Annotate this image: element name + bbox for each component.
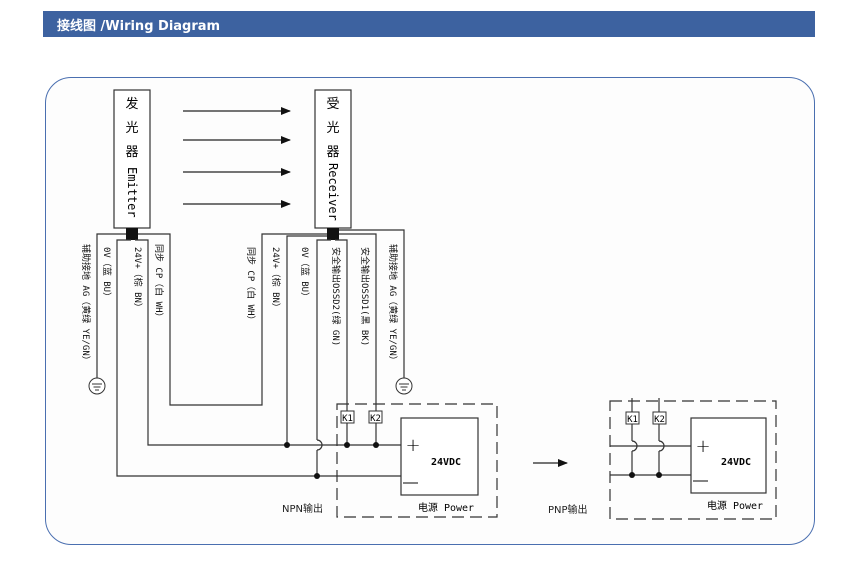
junction-dot bbox=[373, 442, 379, 448]
receiver-label-ossd1: 安全输出OSSD1(黑 BK) bbox=[359, 247, 371, 346]
pnp-relay-k1-label: K1 bbox=[627, 415, 638, 425]
emitter-label-24v: 24V+（棕 BN） bbox=[132, 247, 144, 312]
receiver-label-24v: 24V+（棕 BN） bbox=[270, 247, 282, 312]
beam-arrows bbox=[183, 107, 291, 208]
npn-relay-k1-label: K1 bbox=[342, 414, 353, 424]
receiver-wires bbox=[286, 229, 405, 477]
emitter-wire-0v bbox=[116, 239, 317, 477]
emitter-connector bbox=[126, 228, 138, 240]
emitter-unit: 发 光 器 Emitter bbox=[113, 89, 151, 240]
emitter-label-cn-2: 光 bbox=[125, 121, 138, 136]
receiver-wire-ag bbox=[339, 229, 405, 378]
receiver-label-sync: 同步 CP（白 WH） bbox=[245, 247, 257, 325]
junction-dot bbox=[314, 473, 320, 479]
receiver-label-cn-3: 器 bbox=[326, 145, 339, 160]
junction-dot bbox=[284, 442, 290, 448]
receiver-connector bbox=[327, 228, 339, 240]
section-header: 接线图 /Wiring Diagram bbox=[43, 11, 815, 37]
emitter-wire-ag bbox=[96, 233, 126, 378]
receiver-wire-24v bbox=[286, 235, 327, 445]
junction-dot bbox=[629, 472, 635, 478]
npn-output-label: NPN输出 bbox=[282, 502, 323, 515]
pnp-circuit: K1 K2 + 24VDC 电源 Power PNP输出 bbox=[548, 398, 777, 520]
receiver-label-cn-2: 光 bbox=[326, 121, 339, 136]
emitter-wires bbox=[96, 233, 317, 477]
receiver-wire-ossd2 bbox=[335, 239, 348, 445]
receiver-unit: 受 光 器 Receiver bbox=[314, 89, 352, 240]
emitter-label-sync: 同步 CP（白 WH） bbox=[153, 244, 165, 322]
pnp-supply-voltage: 24VDC bbox=[721, 457, 751, 468]
receiver-label-en: Receiver bbox=[326, 163, 340, 221]
emitter-label-cn-1: 发 bbox=[125, 96, 138, 112]
emitter-wire-24v bbox=[135, 239, 287, 446]
npn-relay-k2-label: K2 bbox=[370, 414, 381, 424]
emitter-label-en: Emitter bbox=[125, 167, 139, 218]
pnp-plus-symbol: + bbox=[695, 436, 710, 457]
npn-supply-voltage: 24VDC bbox=[431, 457, 461, 468]
npn-supply-label: 电源 Power bbox=[418, 501, 474, 514]
receiver-wire-ossd1 bbox=[339, 233, 377, 445]
npn-circuit: K1 K2 + 24VDC 电源 Power NPN输出 bbox=[282, 403, 498, 518]
ground-icon bbox=[88, 377, 106, 395]
emitter-label-0v: 0V（蓝 BU） bbox=[101, 247, 113, 301]
pnp-supply-label: 电源 Power bbox=[707, 499, 763, 512]
ground-icon bbox=[395, 377, 413, 395]
receiver-label-cn-1: 受 bbox=[326, 97, 339, 112]
pnp-output-label: PNP输出 bbox=[548, 503, 588, 516]
junction-dot bbox=[656, 472, 662, 478]
pnp-relay-k2 bbox=[652, 411, 667, 425]
emitter-label-cn-3: 器 bbox=[125, 145, 138, 160]
junction-dot bbox=[344, 442, 350, 448]
emitter-wire-sync bbox=[138, 233, 287, 406]
npn-power-supply bbox=[400, 417, 479, 496]
emitter-label-ag: 辅助接地 AG（黄绿 YE/GN） bbox=[80, 244, 92, 365]
pnp-relay-k1 bbox=[625, 411, 640, 425]
npn-relay-k2 bbox=[368, 410, 383, 424]
pnp-dashed-boundary bbox=[609, 400, 777, 520]
receiver-label-0v: 0V（蓝 BU） bbox=[299, 247, 311, 301]
npn-dashed-boundary bbox=[336, 403, 498, 518]
npn-plus-symbol: + bbox=[405, 435, 420, 456]
receiver-label-ag: 辅助接地 AG（黄绿 YE/GN） bbox=[387, 244, 399, 365]
section-title: 接线图 /Wiring Diagram bbox=[57, 19, 221, 34]
pnp-relay-k2-label: K2 bbox=[654, 415, 665, 425]
emitter-box bbox=[113, 89, 151, 229]
receiver-wire-0v bbox=[316, 239, 331, 440]
receiver-label-ossd2: 安全输出OSSD2(绿 GN) bbox=[330, 247, 342, 346]
npn-relay-k1 bbox=[340, 410, 355, 424]
